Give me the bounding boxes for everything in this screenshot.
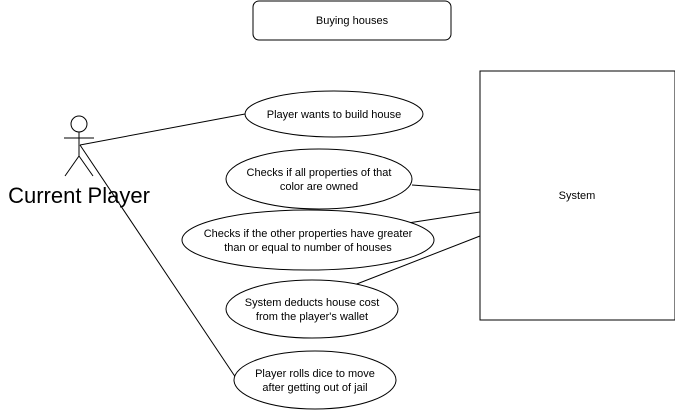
title-frame (252, 0, 452, 41)
use-case-label: after getting out of jail (262, 382, 367, 394)
use-case-ellipse (244, 90, 424, 138)
association-uc3-system (407, 211, 481, 224)
use-case-5: Player rolls dice to move after getting … (233, 350, 397, 410)
use-case-ellipse (225, 279, 399, 339)
use-case-label: than or equal to number of houses (224, 242, 392, 254)
system-frame (479, 70, 675, 321)
use-case-label: color are owned (280, 181, 358, 193)
actor-label: Current Player (8, 183, 150, 208)
association-uc2-system (411, 184, 481, 191)
association-uc4-system (348, 235, 481, 288)
use-case-label: Player rolls dice to move (255, 368, 375, 380)
association-actor-uc1 (79, 113, 246, 146)
actor-left-leg (64, 155, 80, 177)
actor-current-player: Current Player (8, 115, 150, 208)
use-case-3: Checks if the other properties have grea… (181, 209, 435, 271)
title-box: Buying houses (252, 0, 452, 41)
use-case-ellipse (225, 148, 413, 210)
use-case-label: Checks if the other properties have grea… (204, 228, 413, 240)
use-case-1: Player wants to build house (244, 90, 424, 138)
actor-right-leg (78, 155, 94, 177)
actor-head (70, 115, 88, 133)
use-case-2: Checks if all properties of that color a… (225, 148, 413, 210)
use-case-ellipse (233, 350, 397, 410)
use-case-label: from the player's wallet (256, 311, 368, 323)
use-case-4: System deducts house cost from the playe… (225, 279, 399, 339)
system-boundary: System (479, 70, 675, 321)
title-text: Buying houses (316, 15, 389, 27)
associations (79, 113, 481, 379)
use-case-ellipse (181, 209, 435, 271)
use-case-label: Player wants to build house (267, 109, 402, 121)
use-case-label: Checks if all properties of that (247, 167, 392, 179)
use-case-label: System deducts house cost (245, 297, 380, 309)
system-label: System (559, 190, 596, 202)
association-actor-uc5 (79, 144, 237, 379)
